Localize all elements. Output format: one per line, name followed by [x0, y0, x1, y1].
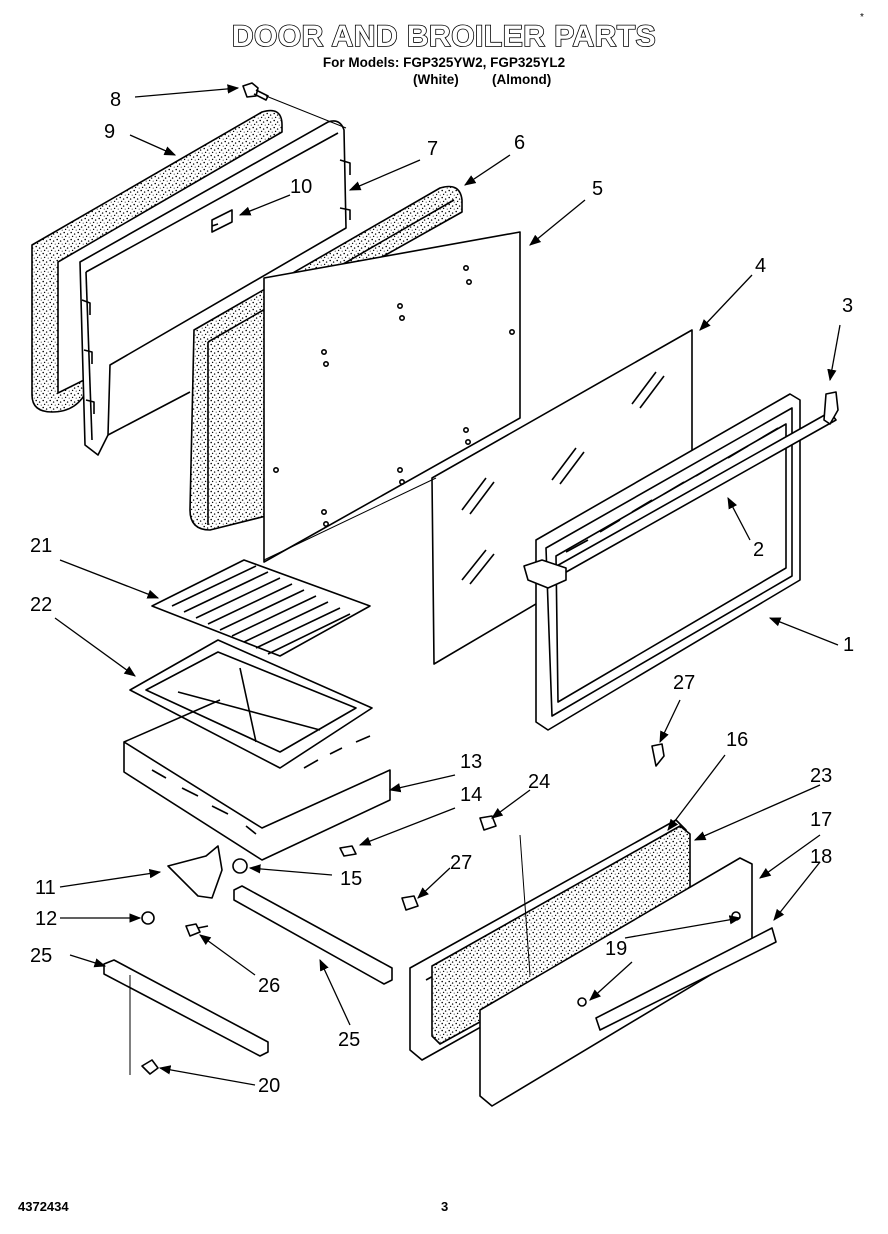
broiler-rail-right: [233, 885, 393, 985]
callout-18: 18: [810, 846, 832, 868]
callout-8: 8: [110, 89, 121, 111]
round-clip: [232, 858, 248, 874]
door-handle: [523, 411, 837, 589]
corner-mark: *: [860, 12, 864, 23]
door-clip: [211, 209, 233, 233]
broiler-bracket: [339, 845, 357, 857]
callout-12: 12: [35, 908, 57, 930]
variant-white: (White): [413, 72, 459, 87]
callout-5: 5: [592, 178, 603, 200]
doc-number: 4372434: [18, 1199, 69, 1214]
callout-1: 1: [843, 634, 854, 656]
callout-9: 9: [104, 121, 115, 143]
drawer-handle: [595, 927, 777, 1031]
broiler-pan: [129, 639, 373, 769]
callout-19-right: 19: [605, 938, 627, 960]
broiler-side-bracket: [167, 845, 223, 899]
rail-clip: [141, 1059, 159, 1075]
callout-4: 4: [755, 255, 766, 277]
callout-13: 13: [460, 751, 482, 773]
broiler-box: [123, 699, 391, 861]
callout-15: 15: [340, 868, 362, 890]
callout-21: 21: [30, 535, 52, 557]
callout-25-right: 25: [338, 1029, 360, 1051]
broiler-rail-left: [103, 959, 269, 1057]
bumper: [141, 911, 155, 925]
door-screw: [242, 82, 269, 101]
models-subtitle: For Models: FGP325YW2, FGP325YL2: [322, 55, 566, 70]
broiler-grid: [151, 559, 371, 657]
callout-14: 14: [460, 784, 482, 806]
door-hinge: [823, 391, 839, 425]
callout-23: 23: [810, 765, 832, 787]
page-title: DOOR AND BROILER PARTS: [231, 19, 657, 54]
callout-6: 6: [514, 132, 525, 154]
callout-26: 26: [258, 975, 280, 997]
variant-almond: (Almond): [492, 72, 552, 87]
callout-20: 20: [258, 1075, 280, 1097]
callout-25-left: 25: [30, 945, 52, 967]
callout-3: 3: [842, 295, 853, 317]
page-number: 3: [441, 1199, 449, 1214]
callout-24: 24: [528, 771, 550, 793]
callout-16: 16: [726, 729, 748, 751]
callout-7: 7: [427, 138, 438, 160]
callout-labels: 8 9 7 10 6 5 4 3 2 1 21 22 13 14 15 11 1…: [30, 89, 854, 1097]
callout-22: 22: [30, 594, 52, 616]
callout-27-bottom: 27: [450, 852, 472, 874]
callout-11: 11: [35, 877, 56, 899]
callout-10: 10: [290, 176, 312, 198]
drawer-screws: [401, 743, 665, 911]
callout-27-top: 27: [673, 672, 695, 694]
callout-2: 2: [753, 539, 764, 561]
hidden-lines: [129, 95, 531, 1075]
callout-17: 17: [810, 809, 832, 831]
bracket-screw: [185, 923, 209, 937]
leader-lines: [54, 84, 841, 1086]
